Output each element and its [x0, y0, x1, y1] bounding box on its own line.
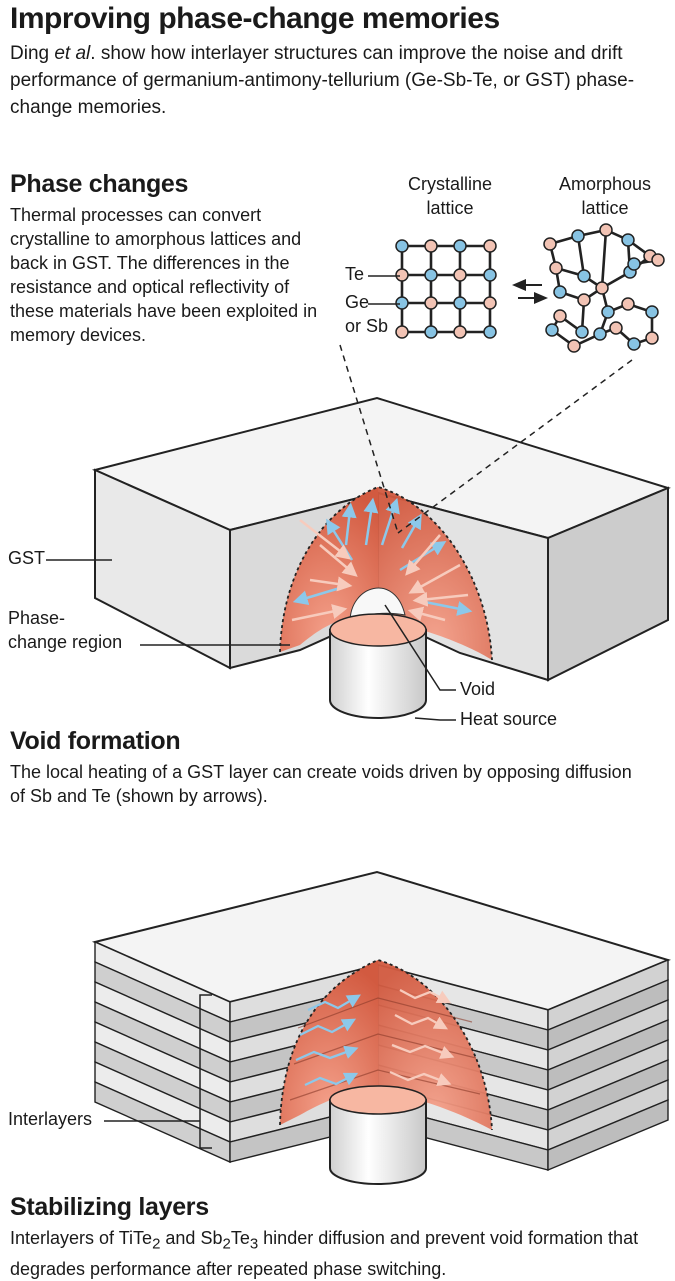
ge-sb-atom — [545, 323, 559, 337]
ge-sb-atom — [453, 296, 467, 310]
interlayers-label: Interlayers — [8, 1109, 93, 1129]
void-formation-text: The local heating of a GST layer can cre… — [10, 762, 632, 806]
ge-sb-atom — [627, 337, 641, 351]
te-atom — [453, 268, 467, 282]
void-formation-heading: Void formation — [10, 727, 181, 755]
zigzag-diffusion-arrow — [391, 1043, 455, 1059]
te-diffusion-arrow — [407, 606, 446, 622]
sb-diffusion-arrow — [380, 497, 400, 546]
zigzag-diffusion-arrow — [389, 1070, 452, 1086]
te-diffusion-arrow — [319, 544, 358, 577]
te-atom — [483, 296, 497, 310]
ge-label-line2: or Sb — [345, 316, 389, 336]
phase-region-label-line2: change region — [8, 632, 123, 652]
te-atom — [567, 339, 581, 353]
intro-text: Ding et al. show how interlayer structur… — [10, 40, 660, 121]
sb-diffusion-arrow — [341, 502, 357, 546]
ge-sb-atom — [645, 305, 659, 319]
ge-sb-atom — [621, 233, 635, 247]
te-atom — [621, 297, 635, 311]
crystalline-lattice — [395, 239, 497, 339]
te-diffusion-arrow — [299, 519, 351, 560]
stabilizing-text: Interlayers of TiTe2 and Sb2Te3 hinder d… — [10, 1228, 639, 1279]
te-atom — [453, 325, 467, 339]
intro-text-italic: et al — [54, 43, 91, 64]
te-diffusion-arrow — [412, 591, 469, 607]
ge-sb-atom — [424, 268, 438, 282]
page-title: Improving phase-change memories — [10, 2, 500, 35]
ge-sb-atom — [453, 239, 467, 253]
void-label: Void — [460, 679, 496, 699]
blocked-diffusion-arrows — [295, 988, 455, 1087]
zigzag-diffusion-arrow — [399, 988, 452, 1004]
ge-sb-atom — [627, 257, 641, 271]
phase-changes-heading: Phase changes — [10, 170, 189, 198]
te-atom — [595, 281, 609, 295]
te-atom — [645, 331, 659, 345]
te-atom — [577, 293, 591, 307]
ge-sb-atom — [483, 325, 497, 339]
amorphous-atoms — [543, 223, 665, 353]
stack-heat-source — [329, 1085, 427, 1185]
te-atom — [483, 239, 497, 253]
ge-sb-atom — [395, 239, 409, 253]
ge-sb-atom — [483, 268, 497, 282]
te-diffusion-arrow — [405, 534, 441, 576]
sb-diffusion-arrow — [292, 586, 341, 606]
phase-region-label-line1: Phase- — [8, 608, 66, 628]
ge-sb-atom — [593, 327, 607, 341]
te-atom — [549, 261, 563, 275]
ge-sb-atom — [424, 325, 438, 339]
zigzag-diffusion-arrow — [394, 1013, 448, 1030]
te-atom — [424, 296, 438, 310]
te-atom — [553, 309, 567, 323]
intro-text-end: . show how interlayer structures can imp… — [10, 43, 635, 118]
te-atom — [424, 239, 438, 253]
te-atom — [395, 268, 409, 282]
sb-diffusion-arrow — [363, 497, 379, 546]
zigzag-diffusion-arrow — [307, 994, 361, 1012]
te-atom — [599, 223, 613, 237]
te-diffusion-arrow — [309, 576, 353, 592]
heat-source-cylinder — [329, 613, 427, 719]
ge-sb-atom — [577, 269, 591, 283]
intro-text-start: Ding — [10, 43, 55, 64]
gst-label: GST — [8, 548, 46, 568]
te-atom — [609, 321, 623, 335]
diffusion-arrows — [291, 497, 473, 622]
ge-sb-atom — [553, 285, 567, 299]
te-atom — [543, 237, 557, 251]
ge-sb-atom — [575, 325, 589, 339]
te-label: Te — [345, 264, 365, 284]
ge-sb-atom — [571, 229, 585, 243]
te-diffusion-arrow — [408, 563, 461, 594]
heat-source-label: Heat source — [460, 709, 558, 729]
phase-changes-text: Thermal processes can convert crystallin… — [10, 205, 318, 345]
zigzag-diffusion-arrow — [295, 1045, 359, 1062]
ge-label-line1: Ge — [345, 292, 370, 312]
stabilizing-heading: Stabilizing layers — [10, 1193, 209, 1221]
te-atom — [395, 325, 409, 339]
te-atom — [651, 253, 665, 267]
ge-sb-atom — [601, 305, 615, 319]
zigzag-diffusion-arrow — [304, 1072, 359, 1087]
zigzag-diffusion-arrow — [299, 1018, 357, 1037]
sb-diffusion-arrow — [400, 513, 422, 549]
ge-sb-atom — [395, 296, 409, 310]
te-diffusion-arrow — [291, 604, 348, 622]
